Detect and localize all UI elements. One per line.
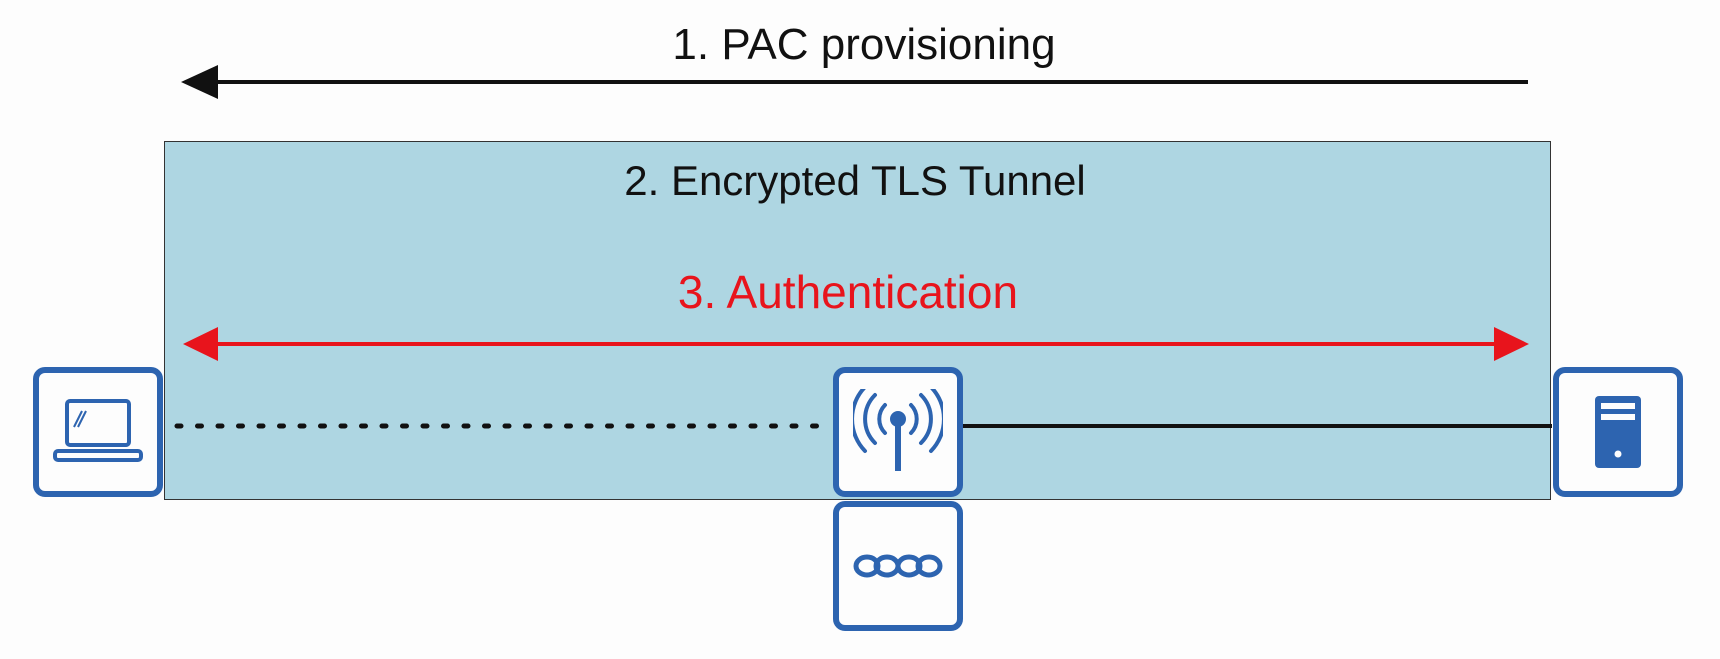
pac-provisioning-label: 1. PAC provisioning [672,20,1056,69]
authentication-arrow [183,327,1529,361]
tls-tunnel-label: 2. Encrypted TLS Tunnel [624,157,1086,204]
switch-node [833,501,963,631]
laptop-icon [53,399,143,462]
authentication-label: 3. Authentication [677,266,1019,318]
switch-icon [853,554,943,578]
server-icon [1595,396,1641,468]
wireless-antenna-icon [853,389,943,471]
client-node [33,367,163,497]
server-node [1553,367,1683,497]
pac-provisioning-arrow [181,65,1528,99]
access-point-node [833,367,963,497]
